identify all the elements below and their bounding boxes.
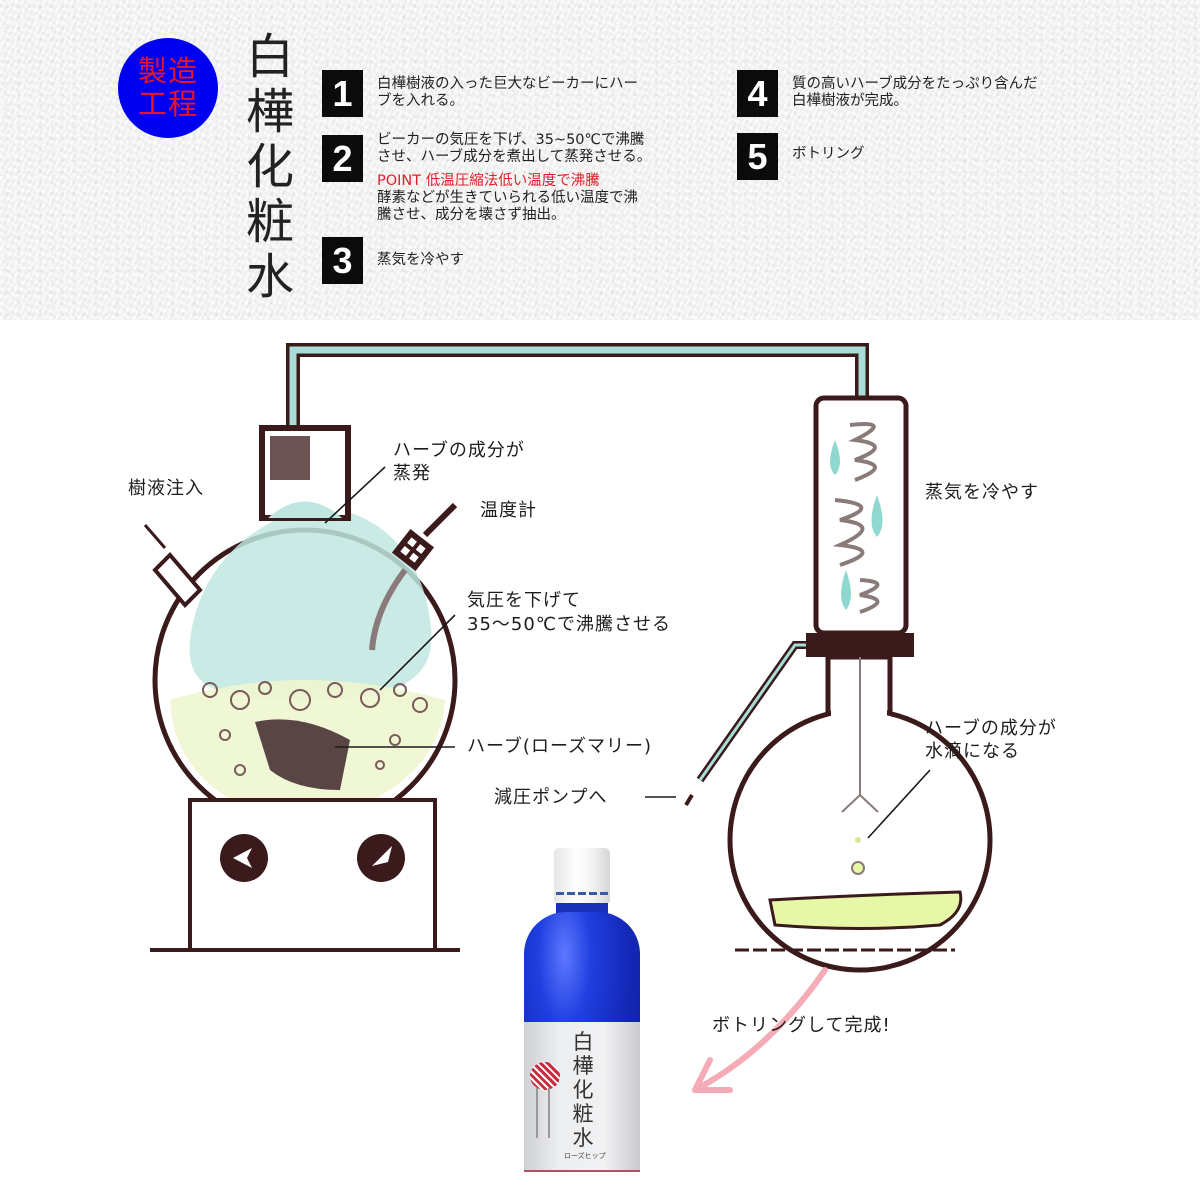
step-number-box: 5 xyxy=(737,133,778,180)
badge-line-2: 工程 xyxy=(137,87,198,121)
title-char: 化 xyxy=(245,139,294,195)
step-description: ビーカーの気圧を下げ、35~50℃で沸騰 させ、ハーブ成分を煮出して蒸発させる。… xyxy=(377,132,652,223)
label-sap-injection: 樹液注入 xyxy=(128,478,204,499)
boiling-flask xyxy=(143,425,458,833)
step-description: 質の高いハーブ成分をたっぷり含んだ 白樺樹液が完成。 xyxy=(792,76,1038,109)
stem-icon xyxy=(536,1088,550,1138)
badge-line-1: 製造 xyxy=(137,54,198,88)
label-thermometer: 温度計 xyxy=(480,500,537,521)
label-vacuum-pump: 減圧ポンプへ xyxy=(494,787,608,808)
bottle-cap xyxy=(554,848,610,903)
point-callout: POINT 低温圧縮法低い温度で沸騰 xyxy=(377,173,600,189)
label-evaporate-2: 蒸発 xyxy=(393,463,431,484)
bottle-label: 白 樺 化 粧 水 ローズヒップ xyxy=(524,1022,640,1172)
title-char: 水 xyxy=(245,249,294,305)
step-number-box: 1 xyxy=(322,70,363,117)
product-bottle: 白 樺 化 粧 水 ローズヒップ xyxy=(524,848,640,1172)
condenser xyxy=(806,395,914,657)
bottling-arrow xyxy=(692,967,828,1093)
step-description: ボトリング xyxy=(792,146,865,162)
bottle-label-title: 白 樺 化 粧 水 xyxy=(572,1030,594,1150)
page-title: 白 樺 化 粧 水 xyxy=(240,30,300,305)
label-droplet-2: 水滴になる xyxy=(925,741,1020,762)
heater-stand xyxy=(150,798,460,952)
label-droplet-1: ハーブの成分が xyxy=(925,718,1057,739)
step-5: 5 ボトリング xyxy=(737,133,865,180)
step-number-box: 4 xyxy=(737,70,778,117)
leader-lines xyxy=(324,466,931,839)
bottle-label-subtitle: ローズヒップ xyxy=(564,1152,606,1160)
label-bottling-done: ボトリングして完成! xyxy=(712,1015,891,1036)
step-number-box: 2 xyxy=(322,135,363,182)
manufacturing-process-badge: 製造 工程 xyxy=(118,38,218,138)
apparatus-illustration xyxy=(143,343,993,1093)
step-description: 蒸気を冷やす xyxy=(377,252,464,268)
step-2: 2 ビーカーの気圧を下げ、35~50℃で沸騰 させ、ハーブ成分を煮出して蒸発させ… xyxy=(322,132,652,224)
flower-icon xyxy=(530,1062,560,1090)
title-char: 白 xyxy=(245,29,294,85)
title-char: 粧 xyxy=(245,194,294,250)
title-char: 樺 xyxy=(245,84,294,140)
step-1: 1 白樺樹液の入った巨大なビーカーにハー ブを入れる。 xyxy=(322,70,638,117)
step-3: 3 蒸気を冷やす xyxy=(322,237,464,284)
label-herb: ハーブ(ローズマリー) xyxy=(467,736,653,757)
distillation-diagram: 樹液注入 ハーブの成分が 蒸発 温度計 気圧を下げて 35～50℃で沸騰させる … xyxy=(0,320,1200,1200)
label-cool-vapor: 蒸気を冷やす xyxy=(925,482,1039,503)
receiving-flask xyxy=(727,654,993,973)
label-evaporate-1: ハーブの成分が xyxy=(393,440,525,461)
label-boil-1: 気圧を下げて xyxy=(467,590,581,611)
step-number-box: 3 xyxy=(322,237,363,284)
bottle-body: 白 樺 化 粧 水 ローズヒップ xyxy=(524,912,640,1172)
vacuum-tube xyxy=(684,641,806,807)
vapor-pipe xyxy=(286,343,869,437)
step-4: 4 質の高いハーブ成分をたっぷり含んだ 白樺樹液が完成。 xyxy=(737,70,1038,117)
label-boil-2: 35～50℃で沸騰させる xyxy=(467,614,672,635)
header-panel: 製造 工程 白 樺 化 粧 水 1 白樺樹液の入った巨大なビーカーにハー ブを入… xyxy=(0,0,1200,320)
step-description: 白樺樹液の入った巨大なビーカーにハー ブを入れる。 xyxy=(377,76,638,109)
